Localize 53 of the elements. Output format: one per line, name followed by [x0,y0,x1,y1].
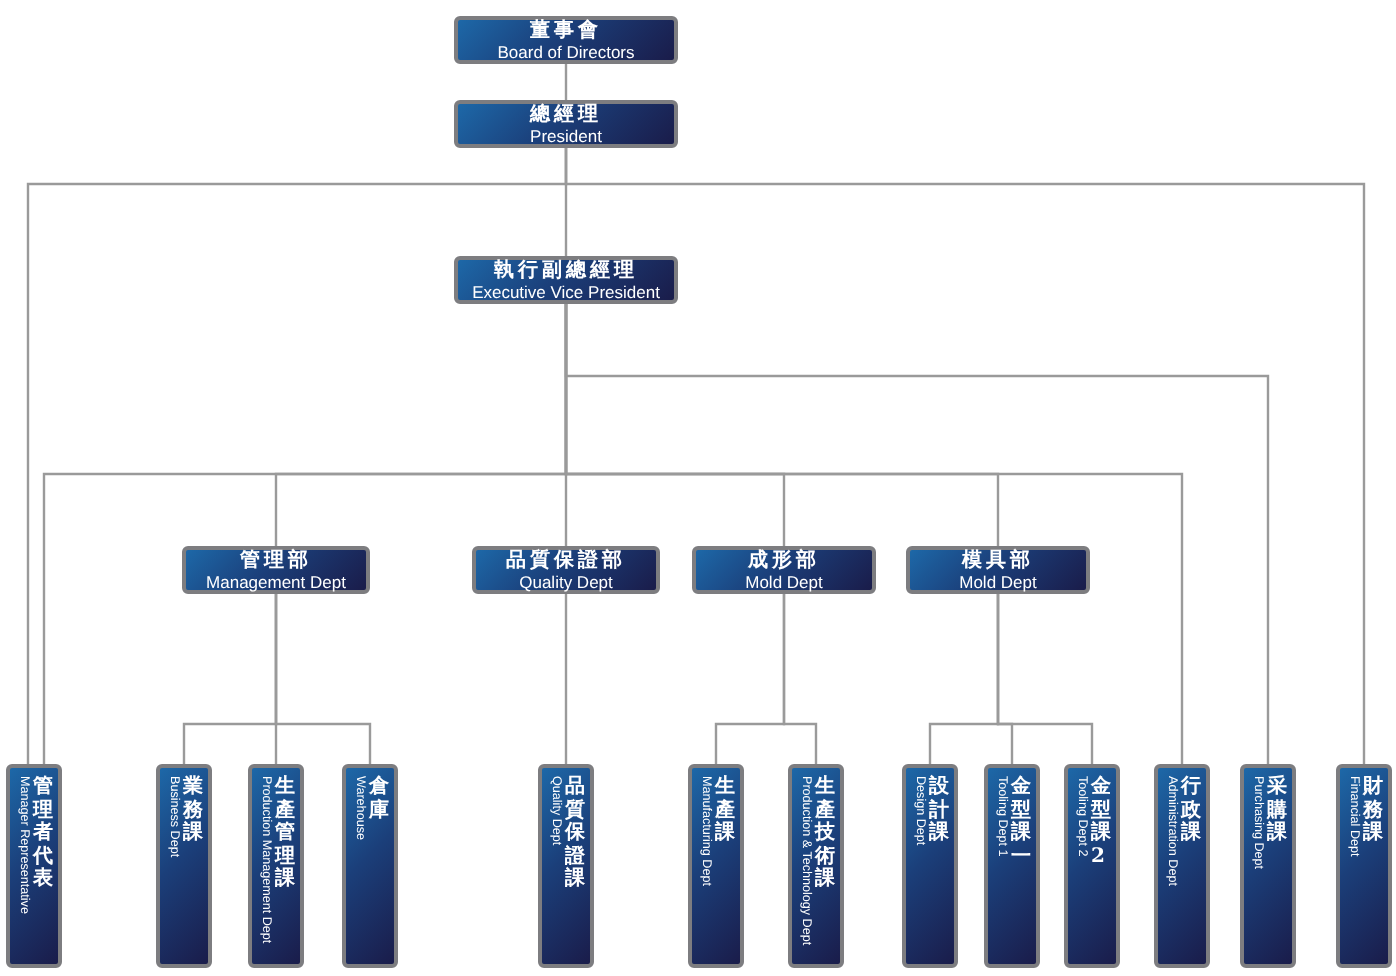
chinese-label: 執行副總經理 [494,259,638,281]
chinese-label: 金型課一 [1011,776,1031,868]
chinese-label: 品質保證課 [565,776,585,891]
chinese-label: 生產技術課 [815,776,835,891]
english-label: Board of Directors [497,41,635,61]
department-box [906,546,1090,594]
chinese-label: 董事會 [530,19,602,41]
chinese-label: 采購課 [1267,776,1287,845]
chinese-label: 生產管理課 [275,776,295,891]
department-box [1336,764,1392,968]
connector-line [274,594,372,764]
connector-line [564,64,568,100]
english-label: Management Dept [206,571,346,591]
english-label: President [530,125,602,145]
english-label: Mold Dept [959,571,1037,591]
department-box [688,764,744,968]
chinese-label: 業務課 [183,776,203,845]
department-box [6,764,62,968]
department-box [1154,764,1210,968]
chinese-label: 模具部 [962,549,1034,571]
chinese-label: 總經理 [530,103,602,125]
chinese-label: 財務課 [1363,776,1383,845]
department-box [1064,764,1120,968]
department-box [342,764,398,968]
department-box [454,100,678,148]
connector-line [782,594,818,764]
department-box [182,546,370,594]
chinese-label: 管理部 [240,549,312,571]
chinese-label: 設計課 [929,776,949,845]
department-box [984,764,1040,968]
chinese-label: 行政課 [1181,776,1201,845]
department-box [538,764,594,968]
english-label: Quality Dept [519,571,613,591]
department-box [454,256,678,304]
chinese-label: 生產課 [715,776,735,845]
english-label: Executive Vice President [472,281,660,301]
department-box [902,764,958,968]
department-box [1240,764,1296,968]
connector-line [564,148,1366,764]
chinese-label: 管理者代表 [33,776,53,891]
department-box [248,764,304,968]
chinese-label: 品質保證部 [506,549,626,571]
connector-line [996,594,1094,764]
department-box [454,16,678,64]
chinese-label: 倉庫 [369,776,389,822]
department-box [156,764,212,968]
chinese-label: 成形部 [748,549,820,571]
chinese-label: 金型課2 [1091,776,1111,868]
department-box [472,546,660,594]
english-label: Mold Dept [745,571,823,591]
department-box [692,546,876,594]
department-box [788,764,844,968]
connector-line [564,594,568,764]
